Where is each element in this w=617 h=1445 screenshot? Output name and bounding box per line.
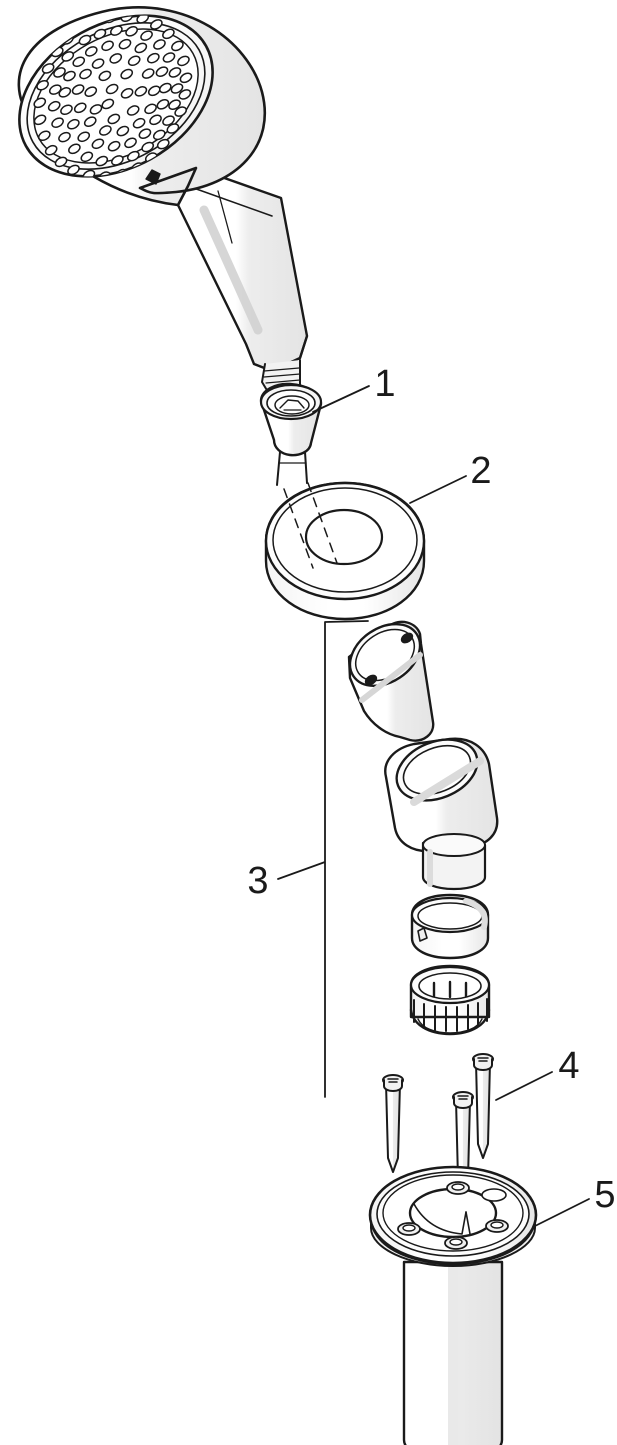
spout-outer-sleeve xyxy=(347,620,435,742)
handshower-head xyxy=(17,6,309,397)
screw-left xyxy=(382,1074,404,1173)
handshower-handle xyxy=(176,166,309,397)
escutcheon-ring xyxy=(264,481,426,621)
callout-label-3: 3 xyxy=(247,860,268,902)
flange-screw-holes xyxy=(397,1181,509,1250)
callout-label-2: 2 xyxy=(470,450,491,492)
handshower-spray-head xyxy=(17,6,267,207)
hose-connector-nut xyxy=(259,382,323,486)
screw-right xyxy=(472,1053,494,1159)
leader-3 xyxy=(277,620,369,1098)
callout-label-4: 4 xyxy=(558,1045,579,1087)
leader-2 xyxy=(409,475,467,504)
leader-4 xyxy=(495,1071,553,1101)
leader-1 xyxy=(312,385,370,413)
callout-labels: 1 2 3 4 5 xyxy=(247,363,615,1216)
leader-5 xyxy=(532,1198,590,1228)
spout-assembly xyxy=(347,620,499,1036)
callout-leaders xyxy=(277,385,590,1228)
collar-ring xyxy=(410,893,490,960)
splined-retainer xyxy=(409,964,491,1036)
base-flange-with-sleeve xyxy=(368,1165,538,1445)
spout-body xyxy=(384,737,499,891)
callout-label-5: 5 xyxy=(594,1174,615,1216)
callout-label-1: 1 xyxy=(374,363,395,405)
